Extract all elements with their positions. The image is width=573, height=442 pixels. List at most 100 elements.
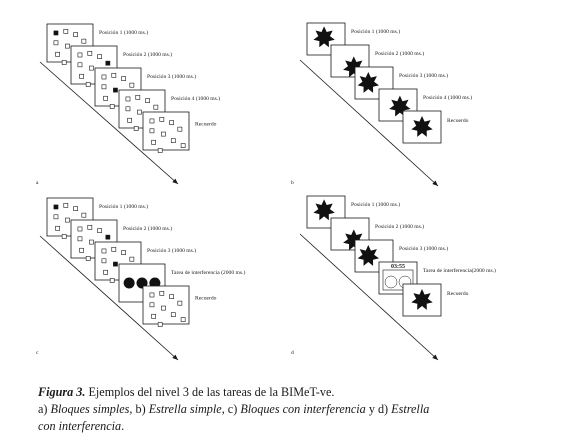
stimulus-frame-3 bbox=[354, 239, 394, 273]
block bbox=[133, 126, 139, 131]
step-label: Posición 4 (1000 ms.) bbox=[423, 94, 472, 101]
block bbox=[109, 104, 115, 109]
block bbox=[55, 51, 60, 57]
block bbox=[129, 82, 135, 88]
stimulus-frame-4 bbox=[118, 89, 166, 131]
block bbox=[81, 38, 87, 44]
block bbox=[89, 65, 94, 71]
block bbox=[53, 214, 59, 220]
target-block bbox=[53, 30, 59, 36]
step-label: Posición 3 (1000 ms.) bbox=[147, 247, 196, 254]
block bbox=[180, 317, 186, 322]
block bbox=[103, 95, 108, 101]
step-label: Posición 2 (1000 ms.) bbox=[123, 225, 172, 232]
block bbox=[97, 54, 102, 59]
block bbox=[161, 305, 166, 311]
block bbox=[177, 300, 183, 306]
block bbox=[63, 202, 69, 208]
block bbox=[79, 73, 84, 79]
caption-item-d: Estrella bbox=[391, 402, 430, 416]
panel-letter: a bbox=[36, 180, 39, 186]
star-stimulus bbox=[313, 199, 335, 221]
block bbox=[151, 313, 156, 319]
block bbox=[63, 28, 69, 34]
step-label: Posición 2 (1000 ms.) bbox=[375, 50, 424, 57]
caption-title: Ejemplos del nivel 3 de las tareas de la… bbox=[85, 385, 335, 399]
caption-item-a: Bloques simples bbox=[50, 402, 130, 416]
stimulus-frame-3 bbox=[354, 66, 394, 100]
step-label: Posición 1 (1000 ms.) bbox=[351, 28, 400, 35]
stimulus-frame-5 bbox=[402, 110, 442, 144]
block bbox=[73, 206, 78, 211]
block bbox=[121, 76, 126, 81]
panel-c: Posición 1 (1000 ms.)Posición 2 (1000 ms… bbox=[36, 197, 245, 361]
block bbox=[151, 139, 156, 145]
block bbox=[65, 43, 70, 49]
panel-a: Posición 1 (1000 ms.)Posición 2 (1000 ms… bbox=[36, 23, 220, 186]
block bbox=[180, 143, 186, 148]
step-label: Tarea de interferencia(2000 ms.) bbox=[423, 267, 496, 274]
block bbox=[169, 120, 175, 125]
caption-figure-label: Figura 3. bbox=[38, 385, 86, 399]
clock-time: 03:55 bbox=[391, 264, 405, 270]
step-label: Recuerdo bbox=[447, 291, 469, 297]
figure-illustration: Posición 1 (1000 ms.) Posición 2 (1000 ms… bbox=[36, 22, 496, 361]
block bbox=[87, 224, 93, 230]
block bbox=[77, 62, 83, 68]
block bbox=[125, 106, 131, 112]
block bbox=[127, 117, 132, 123]
star-stimulus bbox=[343, 229, 365, 251]
target-block bbox=[113, 261, 118, 267]
star-stimulus bbox=[411, 116, 433, 137]
star-stimulus bbox=[357, 245, 379, 266]
stimulus-frame-4 bbox=[378, 88, 418, 122]
block bbox=[101, 84, 107, 90]
block bbox=[111, 246, 117, 252]
block bbox=[177, 126, 183, 132]
block bbox=[87, 50, 93, 56]
block bbox=[137, 109, 142, 115]
block bbox=[73, 32, 78, 37]
block bbox=[149, 128, 155, 134]
block bbox=[125, 96, 131, 102]
arrow-head bbox=[172, 354, 178, 360]
block bbox=[103, 269, 108, 275]
arrow-head bbox=[432, 354, 438, 360]
block bbox=[65, 217, 70, 223]
block bbox=[145, 98, 151, 103]
block bbox=[157, 148, 163, 153]
block bbox=[159, 116, 165, 122]
block bbox=[61, 60, 67, 65]
block bbox=[53, 40, 59, 46]
panel-letter: c bbox=[36, 350, 39, 356]
caption-text: a) bbox=[38, 402, 51, 416]
block bbox=[61, 234, 67, 239]
star-stimulus bbox=[357, 72, 379, 93]
target-block bbox=[105, 60, 111, 66]
interference-dot bbox=[123, 277, 135, 289]
block bbox=[170, 138, 176, 144]
step-label: Posición 1 (1000 ms.) bbox=[99, 29, 148, 36]
step-label: Recuerdo bbox=[447, 118, 469, 124]
figure-caption: Figura 3. Ejemplos del nivel 3 de las ta… bbox=[38, 384, 538, 435]
stimulus-frame-5 bbox=[142, 111, 190, 153]
stimulus-frame-5 bbox=[142, 285, 190, 327]
block bbox=[169, 294, 175, 299]
target-block bbox=[105, 234, 111, 240]
timeline-arrow bbox=[39, 235, 179, 361]
panel-letter: d bbox=[291, 350, 294, 356]
caption-text: , c) bbox=[221, 402, 241, 416]
star-stimulus bbox=[411, 289, 433, 310]
block bbox=[121, 250, 126, 255]
caption-text: y d) bbox=[365, 402, 392, 416]
block bbox=[89, 239, 94, 245]
block bbox=[129, 256, 135, 262]
arrow-head bbox=[432, 180, 438, 186]
target-block bbox=[53, 204, 59, 210]
block bbox=[157, 322, 163, 327]
step-label: Posición 3 (1000 ms.) bbox=[399, 72, 448, 79]
target-block bbox=[113, 87, 118, 93]
block bbox=[149, 118, 155, 124]
step-label: Posición 3 (1000 ms.) bbox=[399, 245, 448, 252]
